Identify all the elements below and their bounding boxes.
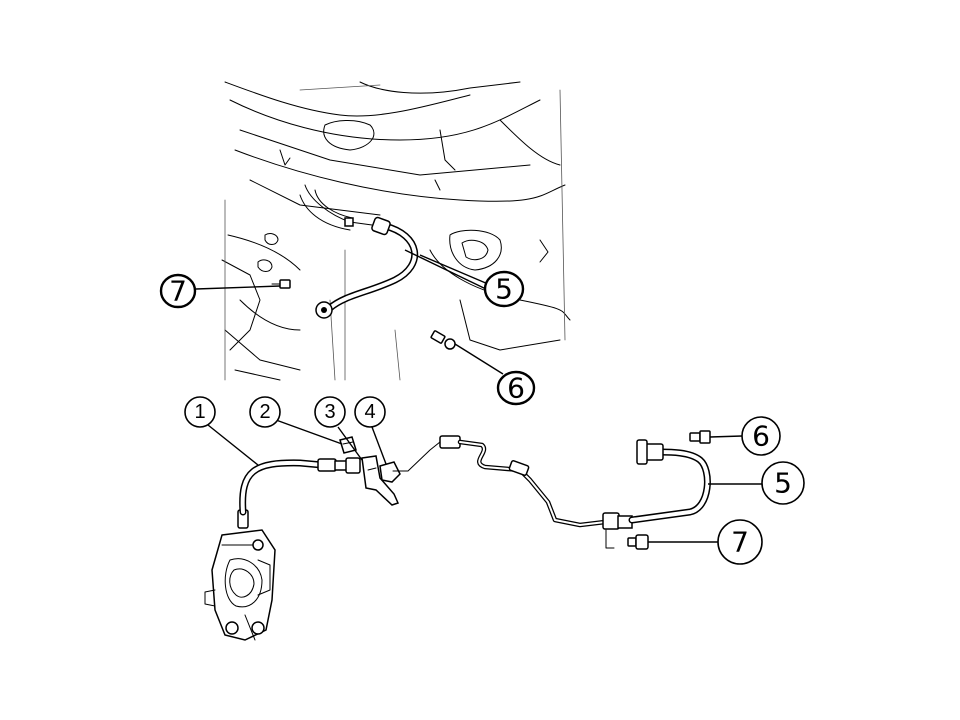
callout-6-upper-label: 6 <box>507 372 525 405</box>
callout-5-lower-label: 5 <box>774 467 792 500</box>
callout-1: 1 <box>184 396 259 466</box>
callout-2-label: 2 <box>259 401 270 423</box>
lower-bolt-6 <box>689 430 711 444</box>
callout-7-lower-label: 7 <box>731 526 749 559</box>
callout-6-upper: 6 <box>454 343 536 406</box>
callout-6-lower-label: 6 <box>752 420 770 453</box>
callout-7-lower: 7 <box>648 519 763 565</box>
callout-2: 2 <box>249 396 343 445</box>
lower-brake-hose-1 <box>239 457 361 516</box>
callout-5-upper-label: 5 <box>495 273 513 306</box>
mounting-bracket-3 <box>361 455 400 506</box>
callout-4-label: 4 <box>364 401 375 423</box>
brake-tube <box>392 435 608 528</box>
callout-7-upper-label: 7 <box>169 275 187 308</box>
callout-1-label: 1 <box>194 401 205 423</box>
callout-7-upper: 7 <box>159 273 281 309</box>
lower-brake-hose-5 <box>602 439 711 549</box>
callout-4: 4 <box>354 396 387 465</box>
callout-5-lower: 5 <box>708 461 805 505</box>
callout-3: 3 <box>314 396 363 461</box>
lower-bolt-7 <box>627 534 649 550</box>
upper-bolt-7 <box>271 279 291 289</box>
fitting-nut-4 <box>379 461 401 483</box>
callout-5-upper: 5 <box>404 249 525 308</box>
callout-6-lower: 6 <box>709 416 781 456</box>
callout-3-label: 3 <box>324 401 335 423</box>
upper-brake-hose <box>315 216 419 319</box>
brake-caliper <box>204 509 276 641</box>
retaining-clip-2 <box>339 436 357 454</box>
chassis-inset <box>221 81 571 381</box>
upper-bolt-6 <box>430 330 456 350</box>
